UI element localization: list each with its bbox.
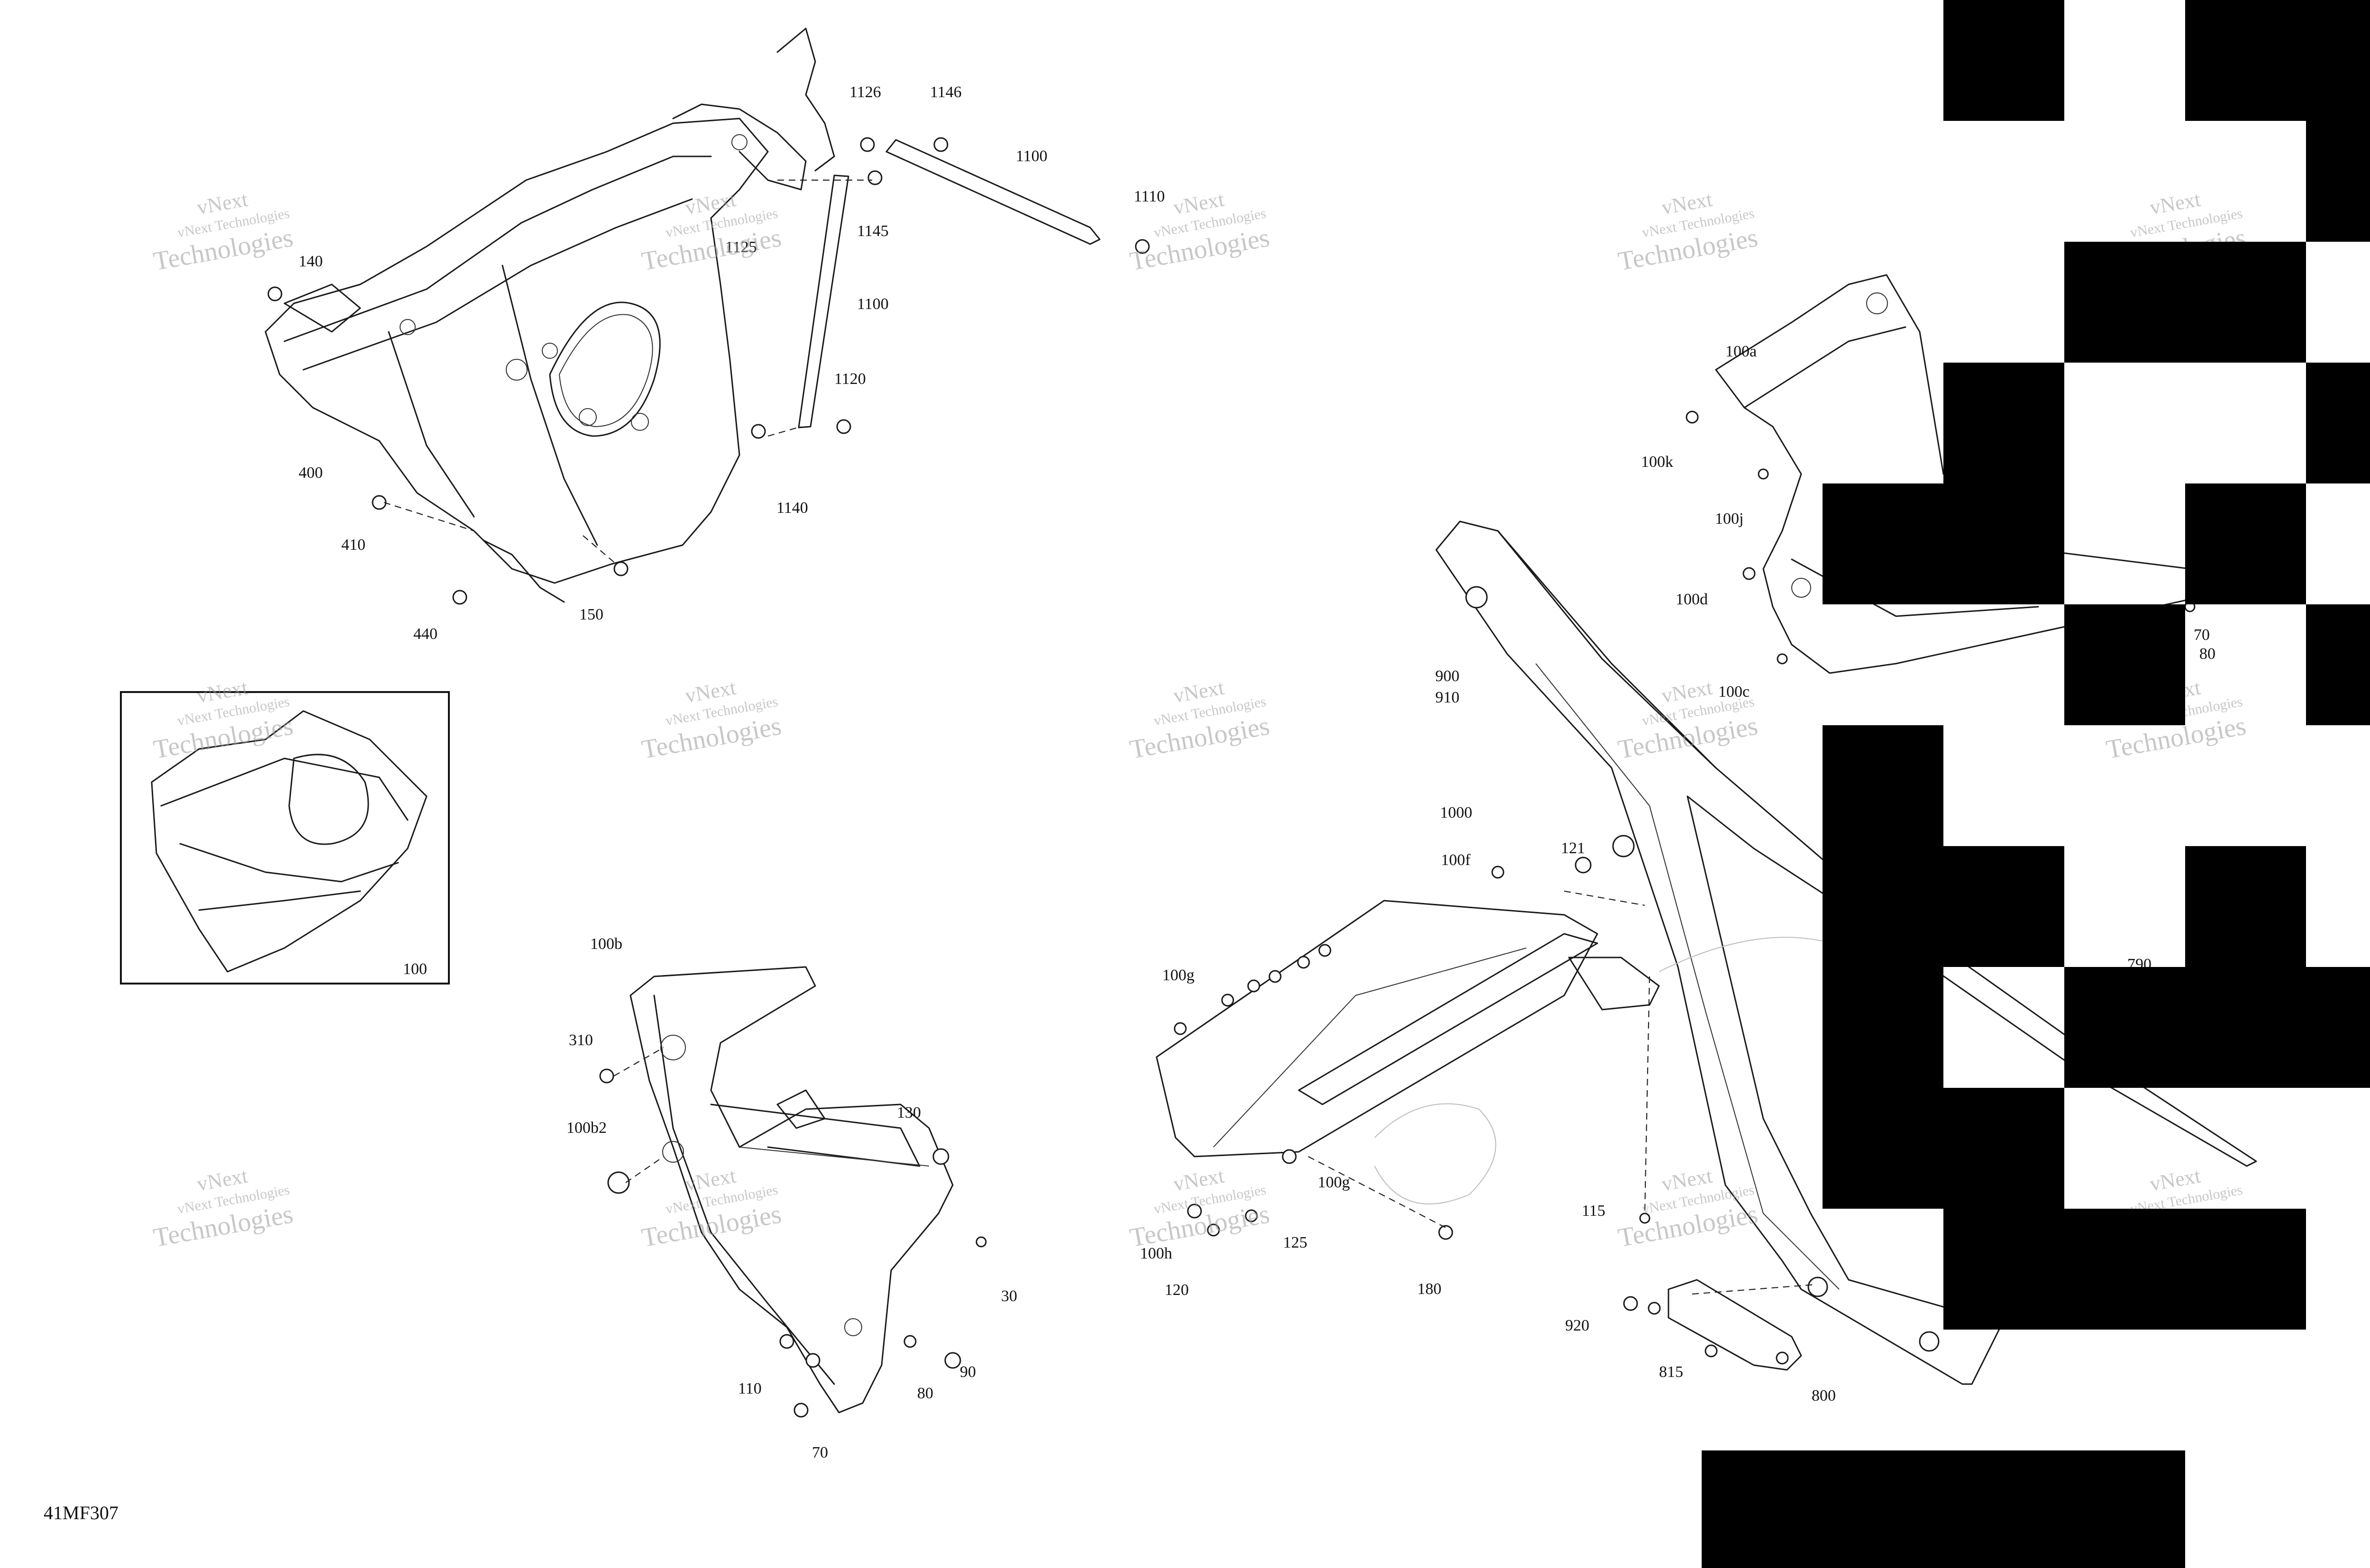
callout: 120 [1165, 1281, 1189, 1299]
callout: 800 [1812, 1387, 1836, 1404]
callout: 80 [917, 1385, 933, 1402]
callout: 70 [812, 1444, 828, 1461]
callout: 400 [299, 464, 323, 482]
redaction-block [1823, 725, 1943, 1209]
callout: 30 [1001, 1287, 1017, 1305]
redaction-block [2306, 0, 2370, 242]
redaction-block [1702, 1450, 2185, 1568]
callout: 900 [1435, 667, 1459, 685]
upright-100b-assembly [599, 966, 987, 1418]
callout: 100a [1725, 343, 1757, 360]
redaction-block [2185, 0, 2306, 121]
callout: 1125 [725, 238, 757, 256]
callout: 1145 [857, 222, 889, 240]
callout: 140 [299, 253, 323, 270]
callout: 100h [1140, 1245, 1172, 1262]
redaction-block [2306, 363, 2370, 483]
redaction-block [2064, 1209, 2306, 1330]
redaction-block [2185, 846, 2306, 967]
callout: 180 [1417, 1280, 1441, 1298]
redaction-block [2064, 242, 2306, 363]
callout: 100g [1318, 1174, 1350, 1191]
callout: 100g [1162, 966, 1194, 984]
inset-label: 100 [403, 960, 427, 978]
callout: 80 [2199, 645, 2215, 663]
redaction-block [2064, 967, 2370, 1088]
redaction-block [2064, 604, 2185, 725]
redaction-block [2306, 604, 2370, 725]
callout-labels: 1126 1146 1100 1110 1145 1125 1100 1120 … [299, 83, 2215, 1461]
callout: 815 [1659, 1363, 1683, 1381]
callout: 1000 [1440, 804, 1472, 821]
callout: 115 [1582, 1202, 1605, 1220]
callout: 1100 [1016, 147, 1048, 165]
redaction-blocks [1702, 0, 2370, 1568]
callout: 100k [1641, 453, 1673, 471]
callout: 910 [1435, 689, 1459, 706]
callout: 100f [1441, 851, 1471, 869]
callout: 1140 [776, 499, 808, 517]
callout: 1100 [857, 295, 889, 313]
inset-overview: 100 [120, 691, 450, 985]
callout: 100d [1676, 591, 1708, 608]
callout: 920 [1565, 1317, 1589, 1334]
callout: 150 [579, 606, 603, 623]
redaction-block [1943, 0, 2064, 121]
callout: 100c [1718, 683, 1750, 701]
callout: 110 [738, 1380, 762, 1397]
diagram-code: 41MF307 [44, 1502, 118, 1523]
redaction-block [1823, 483, 2064, 604]
callout: 100j [1715, 510, 1743, 528]
callout: 125 [1283, 1234, 1307, 1251]
callout: 70 [2194, 626, 2210, 644]
callout: 100b2 [566, 1119, 607, 1137]
callout: 1126 [849, 83, 881, 101]
callout: 440 [413, 625, 438, 643]
callout: 1120 [834, 370, 866, 388]
callout: 410 [341, 536, 365, 554]
callout: 1110 [1134, 188, 1165, 205]
redaction-block [1943, 846, 2064, 967]
callout: 1146 [930, 83, 962, 101]
front-frame-assembly [264, 27, 1150, 605]
callout: 100b [590, 935, 622, 953]
redaction-block [1943, 1088, 2064, 1330]
callout: 310 [569, 1031, 593, 1049]
callout: 90 [960, 1363, 976, 1381]
callout: 130 [897, 1104, 921, 1121]
redaction-block [2185, 483, 2306, 604]
redaction-block [1943, 363, 2064, 483]
callout: 121 [1561, 839, 1585, 857]
